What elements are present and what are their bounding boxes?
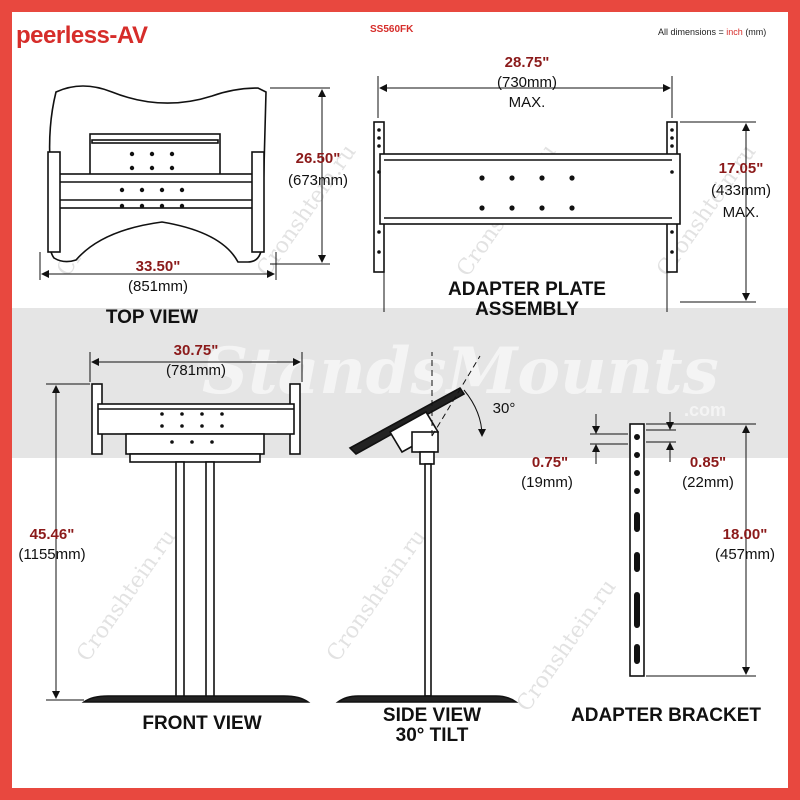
- adapter-bracket-title: ADAPTER BRACKET: [571, 705, 761, 726]
- watermark-tagline-1: Furniture, Mounting Solutions: [282, 457, 554, 478]
- front-height-inch: 45.46": [29, 526, 75, 543]
- drawing-sheet: StandsMounts .com Furniture, Mounting So…: [12, 12, 788, 788]
- dimensions-note: All dimensions = inch (mm): [658, 27, 767, 37]
- side-tilt-angle: 30°: [492, 400, 516, 417]
- front-view-title: FRONT VIEW: [142, 713, 262, 734]
- top-width-mm: (851mm): [127, 278, 188, 295]
- side-view-title-1: SIDE VIEW: [382, 705, 482, 726]
- plate-width-mm: (730mm): [496, 74, 557, 91]
- side-view-drawing: [335, 352, 519, 703]
- adapter-bracket-drawing: [590, 412, 756, 677]
- top-view-title: TOP VIEW: [105, 307, 199, 328]
- adapter-plate-title-1: ADAPTER PLATE: [448, 279, 606, 300]
- bracket-offset-b-mm: (22mm): [682, 474, 734, 491]
- plate-height-inch: 17.05": [718, 160, 764, 177]
- bracket-offset-a-inch: 0.75": [531, 454, 569, 471]
- plate-height-max: MAX.: [722, 204, 760, 221]
- plate-width-max: MAX.: [508, 94, 546, 111]
- brand-logo: peerless-AV: [16, 22, 148, 49]
- side-view-title-2: 30° TILT: [395, 725, 469, 746]
- top-depth-inch: 26.50": [295, 150, 341, 167]
- bracket-offset-b-inch: 0.85": [689, 454, 727, 471]
- model-number: SS560FK: [370, 24, 414, 35]
- plate-height-mm: (433mm): [710, 182, 771, 199]
- top-depth-mm: (673mm): [287, 172, 348, 189]
- plate-width-inch: 28.75": [504, 54, 550, 71]
- top-width-inch: 33.50": [135, 258, 181, 275]
- front-height-mm: (1155mm): [18, 546, 86, 563]
- front-view-drawing: [46, 352, 311, 703]
- technical-drawing: [39, 76, 756, 703]
- top-view-drawing: [39, 85, 330, 280]
- front-width-mm: (781mm): [165, 362, 226, 379]
- bracket-height-mm: (457mm): [714, 546, 775, 563]
- adapter-plate-drawing: [373, 76, 756, 312]
- adapter-plate-title-2: ASSEMBLY: [475, 299, 579, 320]
- watermark-com: .com: [684, 400, 727, 420]
- front-width-inch: 30.75": [173, 342, 219, 359]
- bracket-height-inch: 18.00": [722, 526, 768, 543]
- bracket-offset-a-mm: (19mm): [521, 474, 573, 491]
